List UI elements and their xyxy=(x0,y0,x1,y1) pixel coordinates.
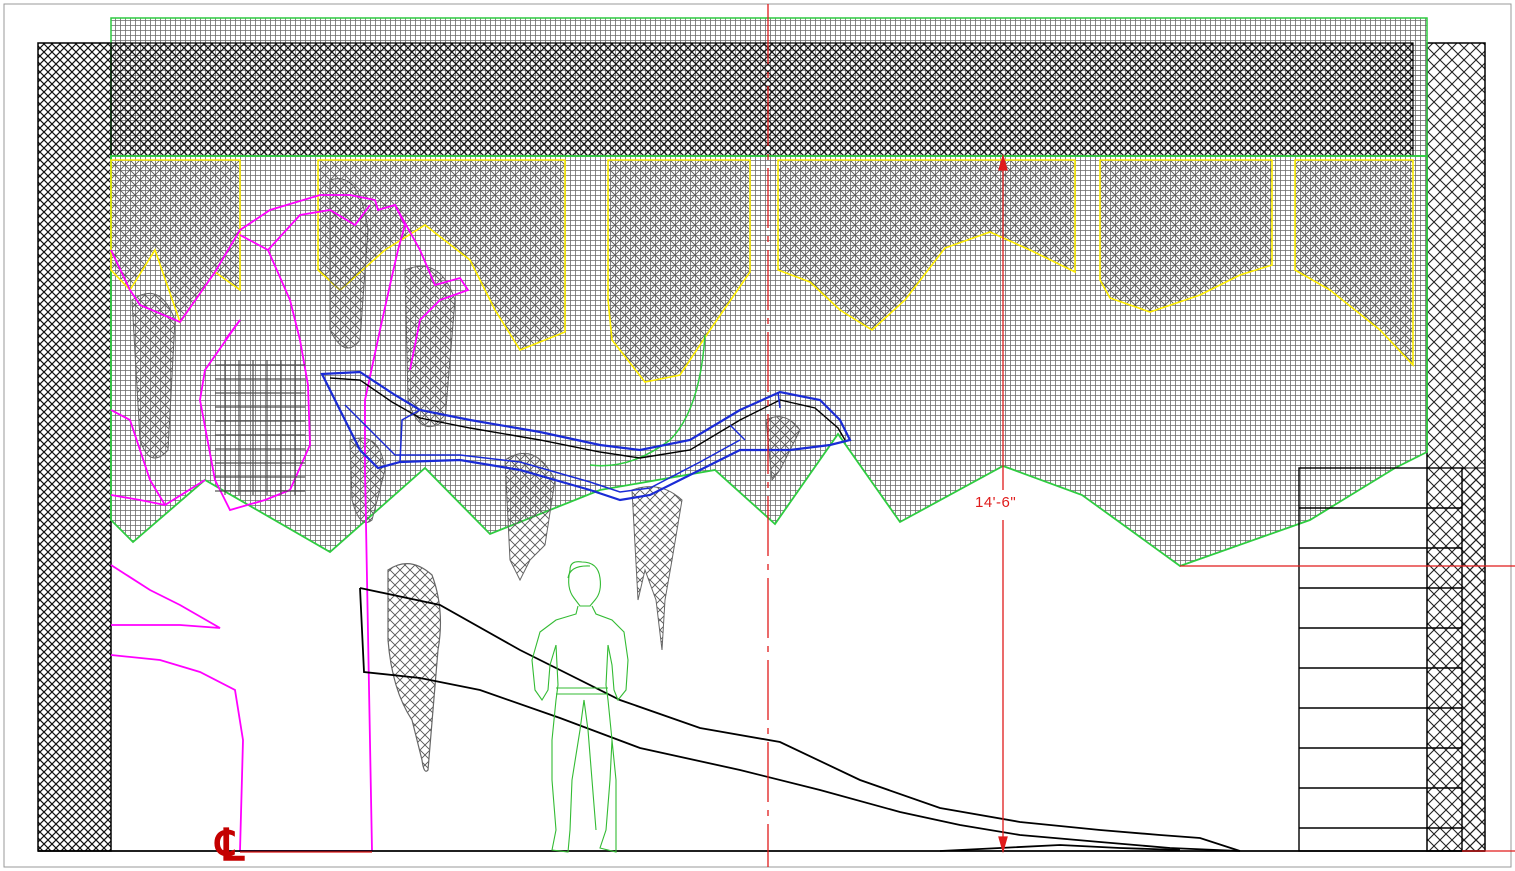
tree-lattice xyxy=(215,360,305,495)
stalactite-5 xyxy=(1099,159,1273,313)
person-figure-icon xyxy=(531,561,629,853)
left-wall xyxy=(37,42,112,852)
stair-block xyxy=(1298,467,1463,852)
right-wall-lower xyxy=(1461,467,1486,852)
dimension-label: 14'-6" xyxy=(975,494,1017,511)
blue-ledge xyxy=(320,370,852,502)
ceiling-band-dark xyxy=(110,42,1414,157)
rockwork-mass xyxy=(110,155,1428,568)
ramp-outline xyxy=(359,587,1241,852)
stalactite-4 xyxy=(777,159,1076,331)
stalactite-3 xyxy=(607,159,751,383)
centerline-icon: ℄ xyxy=(216,820,245,871)
green-curve xyxy=(589,334,706,467)
stalactite-6 xyxy=(1294,159,1414,368)
dimension-arrow-icon xyxy=(998,153,1515,854)
sheet-frame xyxy=(3,3,1512,868)
